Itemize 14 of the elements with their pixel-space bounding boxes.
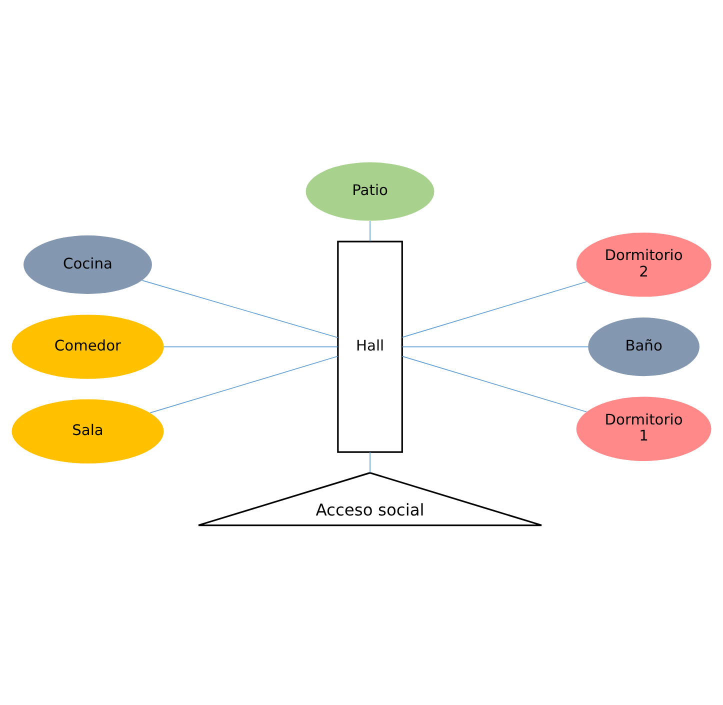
node-ellipse: Sala [12,399,164,464]
connector [163,346,338,348]
node-ellipse: Patio [306,162,434,221]
node-ellipse: Baño [588,318,700,376]
connector [402,346,588,348]
connector [402,281,587,338]
node-ellipse: Dormitorio 1 [576,396,712,462]
connector [150,356,338,414]
connector [142,280,338,338]
node-ellipse: Dormitorio 2 [576,232,712,297]
connector [402,356,587,412]
node-ellipse: Comedor [12,314,164,379]
node-box: Hall [337,240,403,453]
node-ellipse: Cocina [24,235,152,294]
